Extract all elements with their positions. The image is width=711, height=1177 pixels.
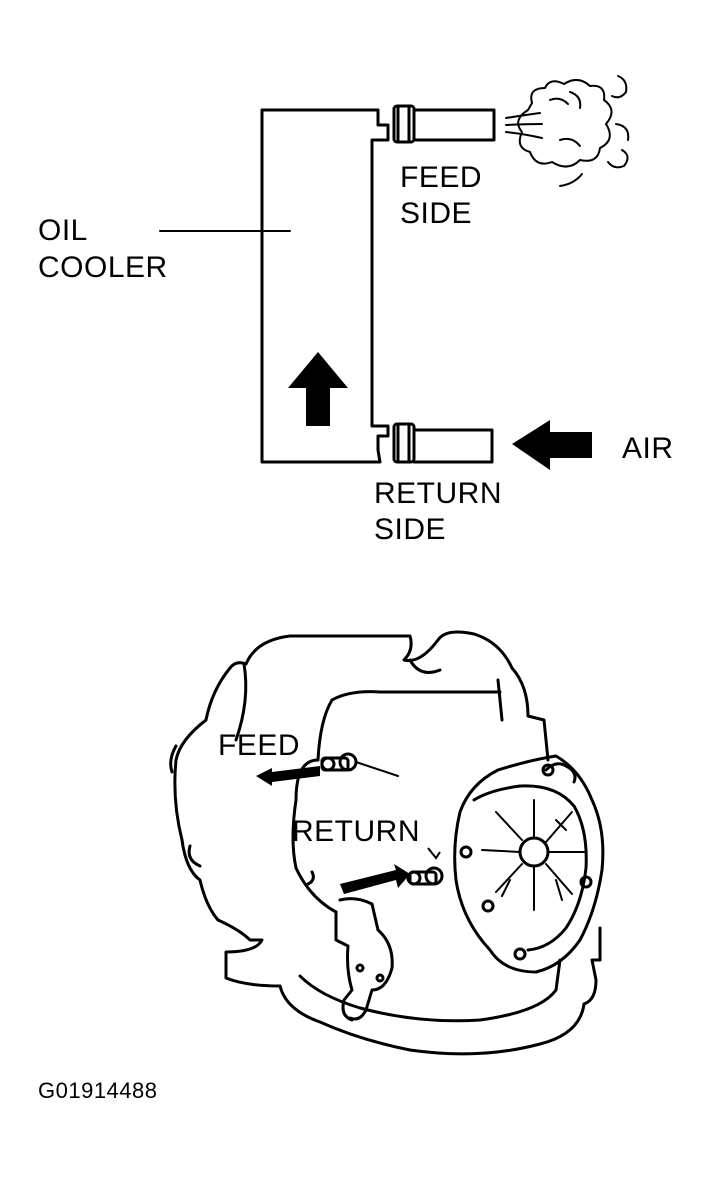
oil-cooler-body [260,108,390,464]
figure-id: G01914488 [38,1078,158,1103]
oil-cooler-label-line1: OIL [38,214,88,247]
air-inlet-arrow-icon [512,420,592,470]
feed-pipe-fitting [320,752,358,772]
oil-cooler-label-line2: COOLER [38,251,168,284]
return-leader-tick [427,847,441,860]
air-puff-cloud-icon [517,75,630,187]
air-label: AIR [622,432,674,465]
return-pipe-fitting [406,866,444,886]
feed-label: FEED [218,729,301,762]
return-side-label-line2: SIDE [374,513,447,546]
feed-outflow-arrow-icon [256,766,320,786]
air-jet-lines [505,112,543,139]
return-side-label-line1: RETURN [374,477,502,510]
return-inflow-arrow-icon [340,864,410,894]
feed-side-label-line2: SIDE [400,197,473,230]
transmission-illustration [169,630,605,1056]
feed-side-label-line1: FEED [400,161,483,194]
return-fitting [392,422,494,464]
feed-fitting [392,104,496,144]
return-label: RETURN [292,815,420,848]
flow-up-arrow-icon [288,352,348,426]
